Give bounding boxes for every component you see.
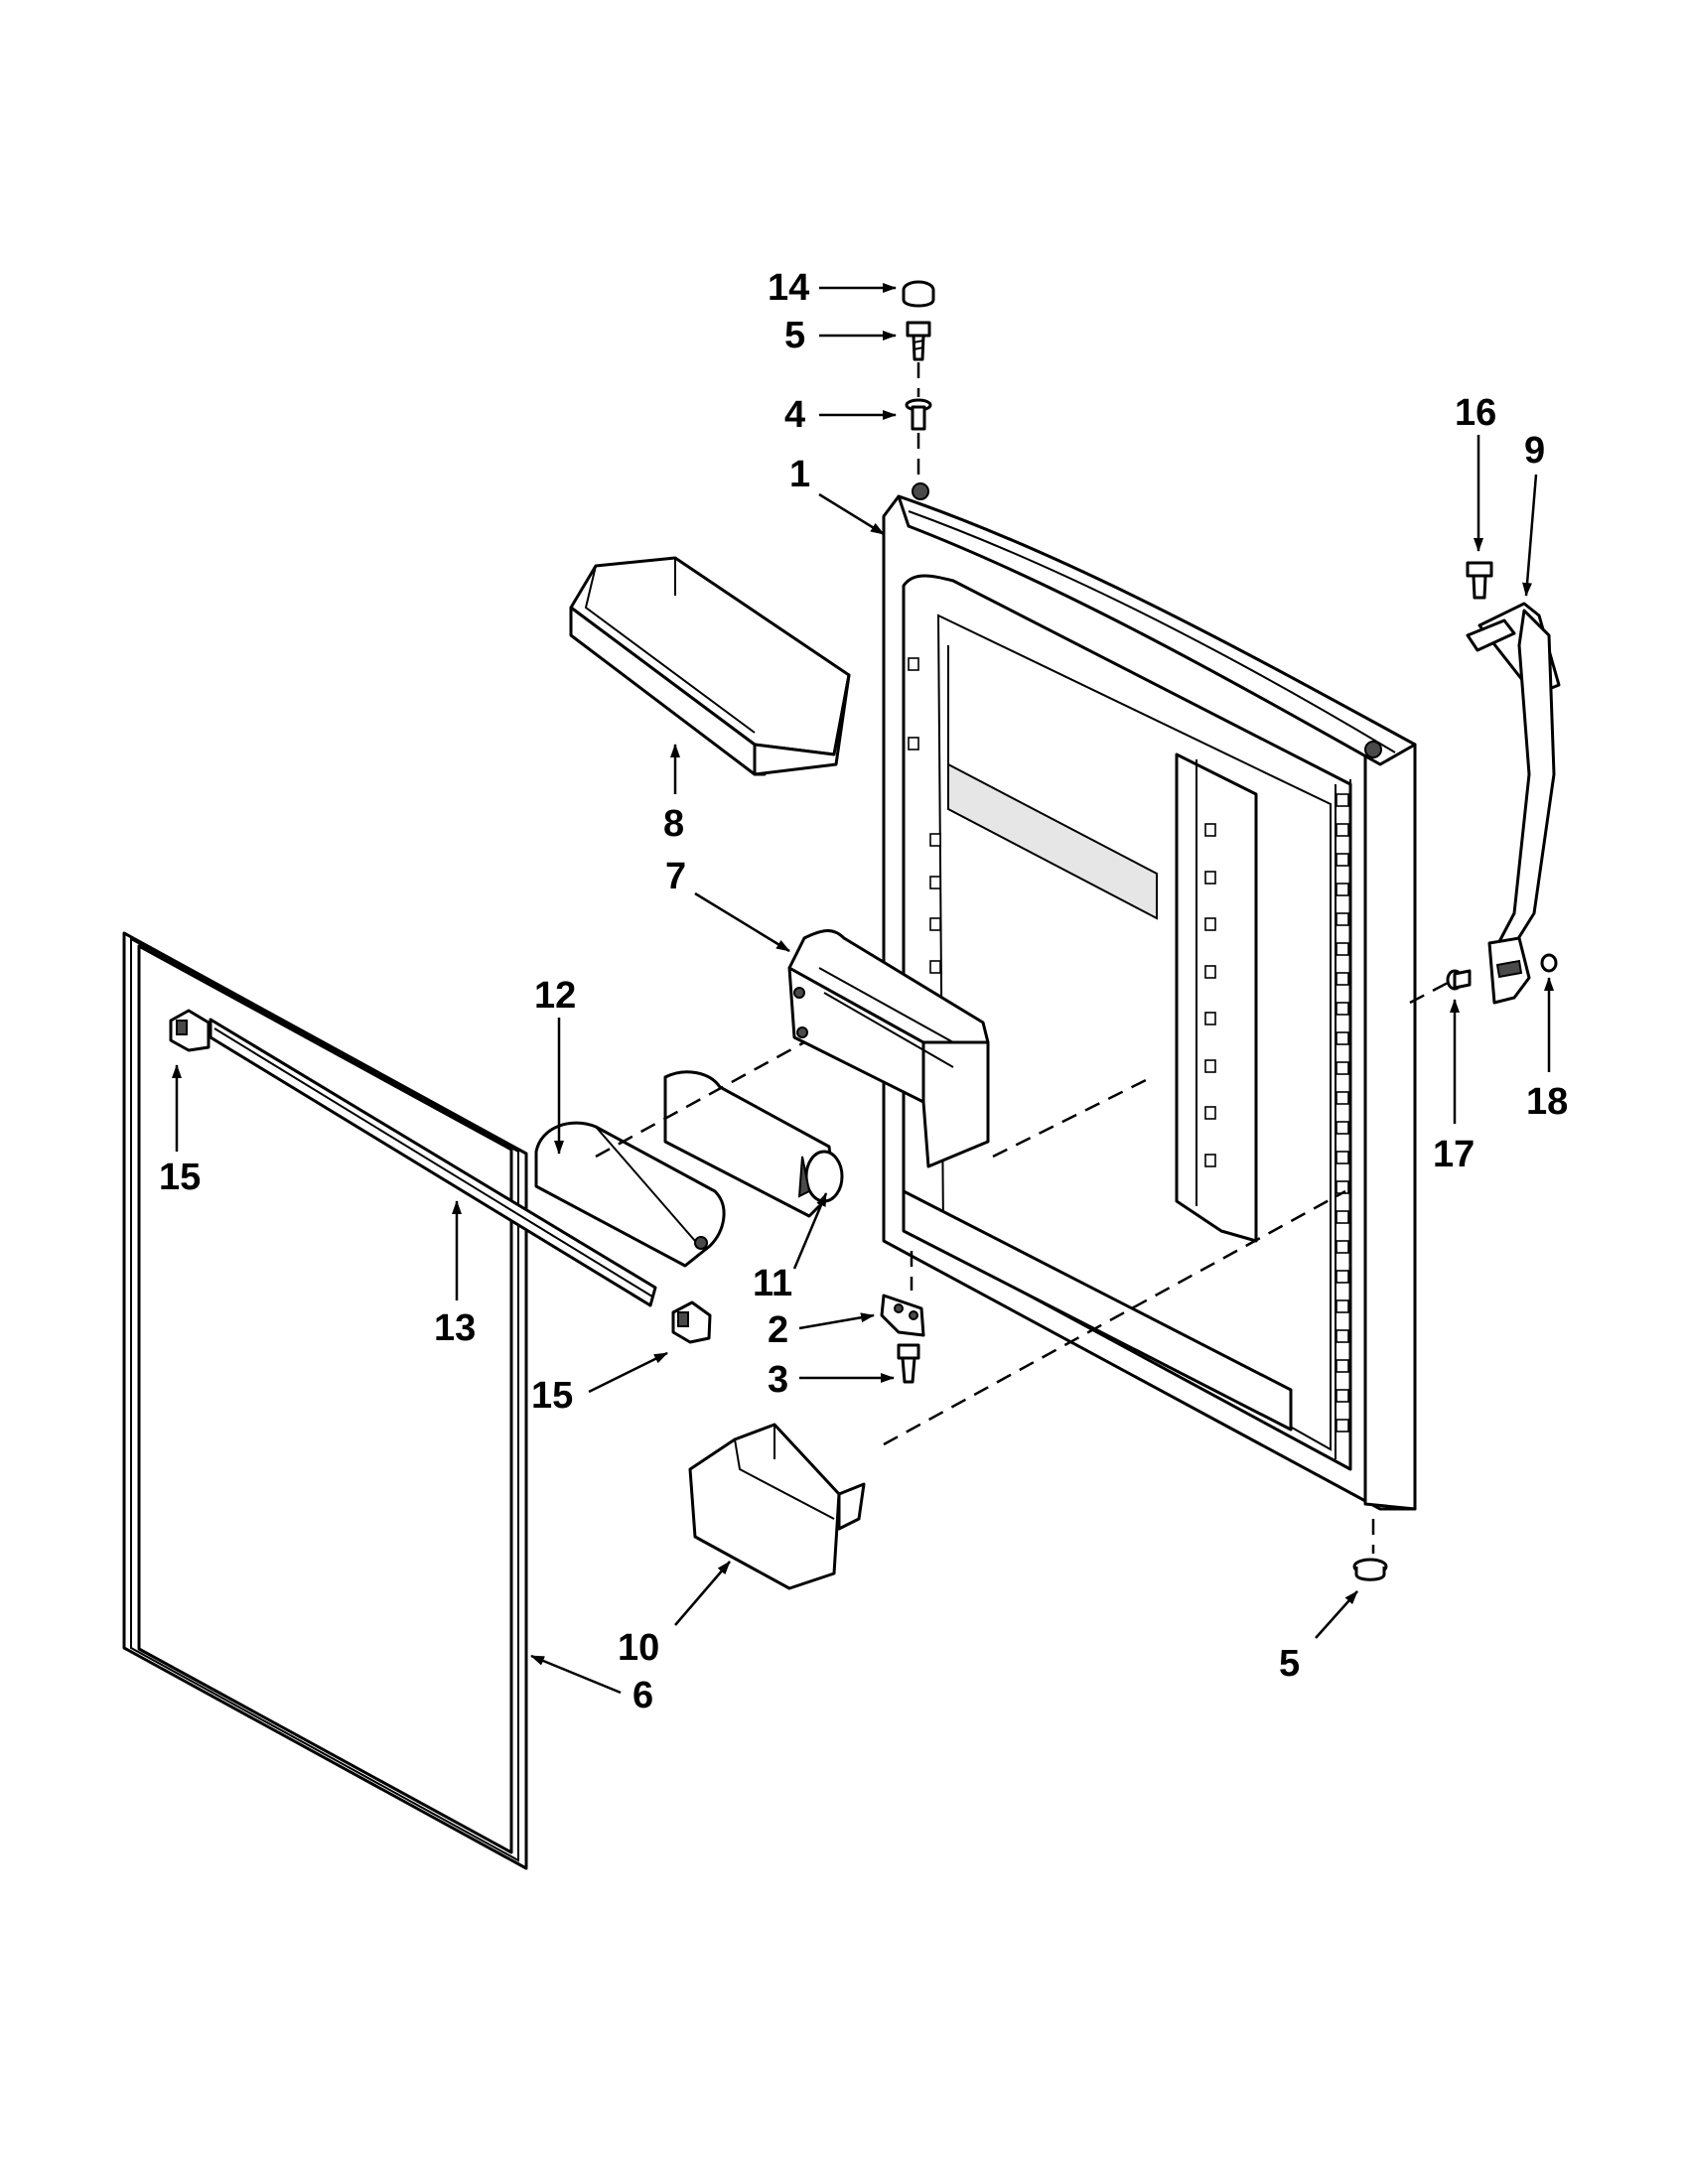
utility-bin: [663, 1070, 844, 1218]
door-handle: [1466, 602, 1561, 1005]
callout-8: 8: [663, 803, 684, 845]
handle-screw-side: [1446, 969, 1472, 991]
door-bin-upper: [569, 556, 851, 776]
refrigerator-door: [882, 482, 1417, 1511]
handle-set-screw: [1540, 953, 1558, 973]
shelf-rail: [209, 1018, 657, 1307]
callout-2: 2: [768, 1309, 788, 1351]
hinge-screw-top: [906, 321, 931, 361]
rail-end-cap-lower: [671, 1300, 712, 1344]
bottom-screw: [1352, 1558, 1388, 1581]
rail-end-cap-upper: [169, 1009, 211, 1052]
callout-7: 7: [665, 856, 686, 897]
callout-9: 9: [1524, 430, 1545, 472]
callout-3: 3: [768, 1359, 788, 1401]
callout-18: 18: [1526, 1081, 1568, 1123]
callout-1: 1: [789, 454, 810, 495]
callout-12: 12: [534, 975, 576, 1017]
utility-bin-cover: [534, 1121, 726, 1268]
gasket-teeth: [1336, 793, 1349, 1433]
callout-6: 6: [633, 1675, 653, 1716]
door-bin-middle: [787, 929, 990, 1168]
handle-screw-top: [1466, 561, 1493, 600]
callout-13: 13: [434, 1307, 476, 1349]
lower-hinge: [880, 1294, 925, 1337]
callout-4: 4: [784, 394, 805, 436]
shelf-studs: [908, 657, 1216, 1167]
callout-5-bottom: 5: [1279, 1643, 1300, 1685]
hinge-pin: [905, 398, 932, 431]
callout-10: 10: [618, 1627, 659, 1669]
callout-14: 14: [768, 267, 809, 309]
callout-16: 16: [1455, 392, 1496, 434]
door-gasket: [122, 931, 528, 1870]
callout-5-top: 5: [784, 315, 805, 356]
callout-15-upper: 15: [159, 1157, 201, 1198]
hinge-cap: [902, 280, 935, 308]
callout-15-lower: 15: [531, 1375, 573, 1417]
callout-17: 17: [1433, 1134, 1475, 1175]
callout-11: 11: [753, 1263, 792, 1304]
lower-hinge-screw: [897, 1343, 920, 1384]
door-bin-lower: [688, 1423, 866, 1590]
